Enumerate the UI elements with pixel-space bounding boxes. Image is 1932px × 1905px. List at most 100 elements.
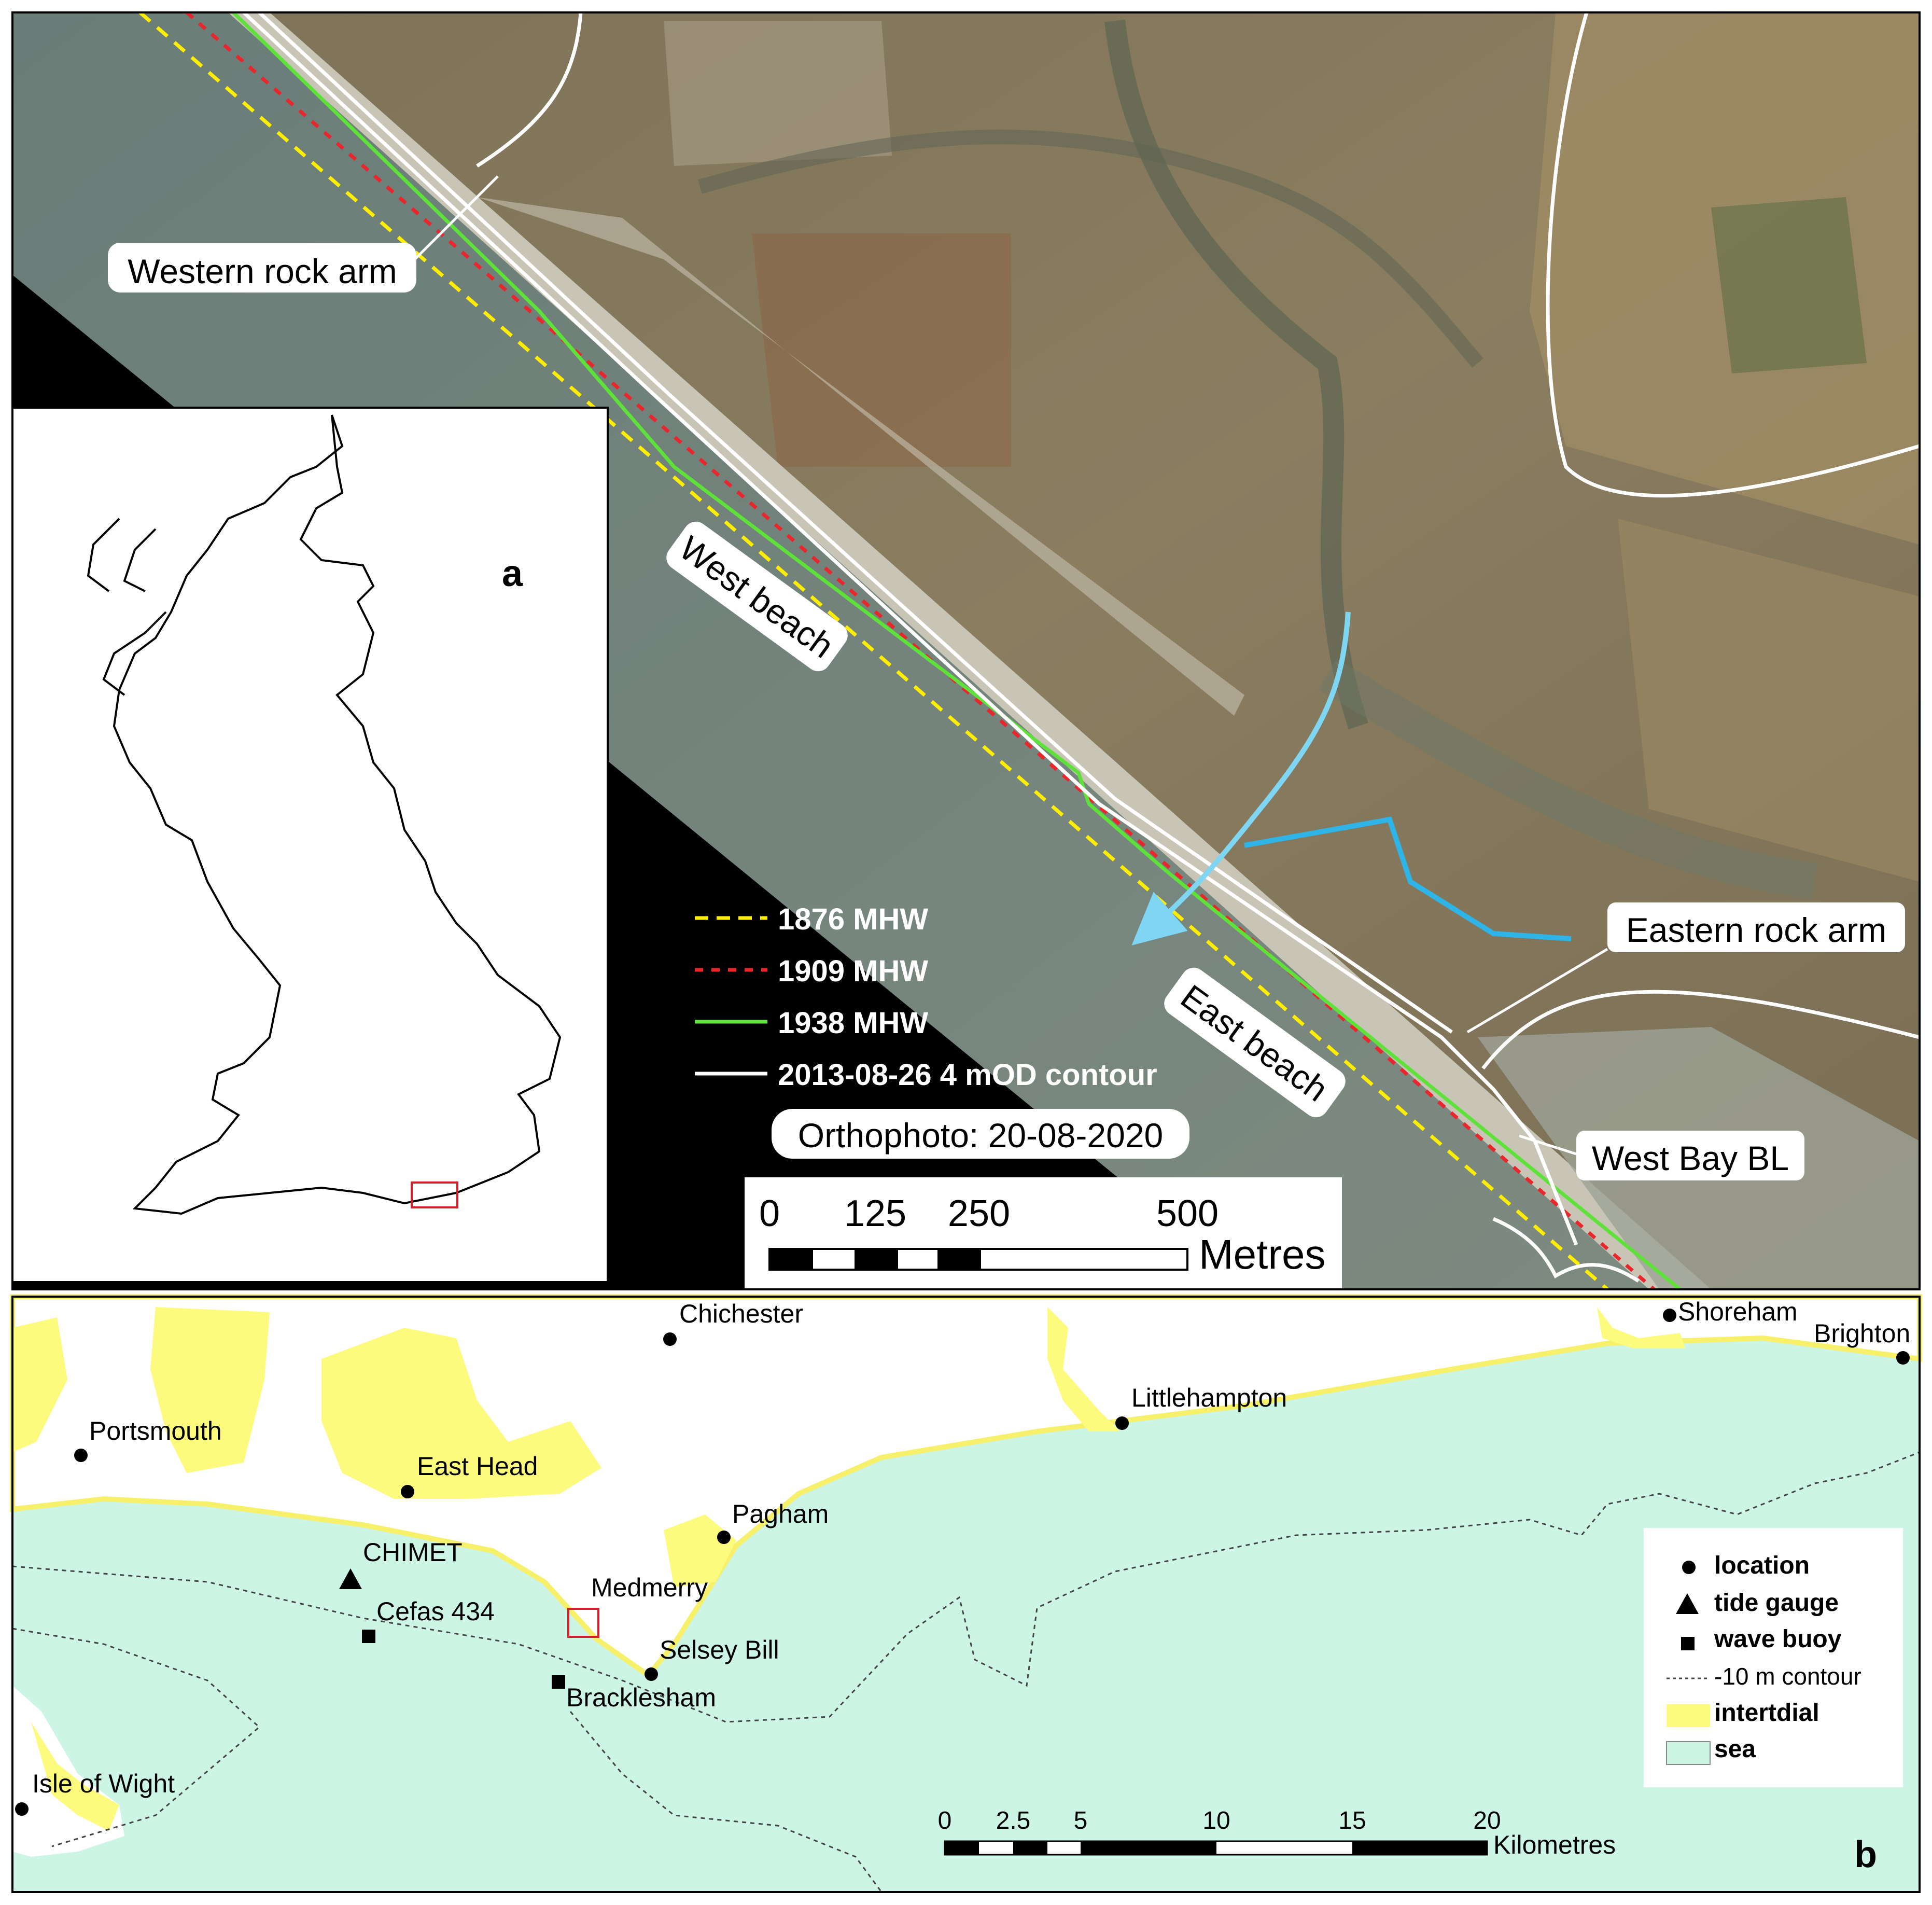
tide-gauge-chimet: CHIMET [339,1538,463,1589]
callout-western-rock-arm: Western rock arm [108,243,416,293]
scale-tick: 125 [844,1193,906,1234]
tidal-channel [698,130,1483,368]
saltmarsh-red [752,233,1011,467]
legend-sea-swatch [1666,1741,1711,1765]
svg-text:Cefas 434: Cefas 434 [376,1597,495,1626]
triangle-icon [339,1568,362,1589]
legend-wave-buoy: wave buoy [1714,1625,1842,1653]
orthophoto-date: Orthophoto: 20-08-2020 [772,1109,1189,1159]
location-brighton: Brighton [1814,1319,1910,1365]
svg-text:CHIMET: CHIMET [363,1538,463,1567]
panel-letter-a: a [502,553,523,594]
scale-tick: 500 [1156,1193,1219,1234]
intertidal-area [1597,1307,1685,1348]
callout-text: Western rock arm [128,252,397,290]
svg-text:Portsmouth: Portsmouth [89,1416,222,1445]
scale-tick: 20 [1473,1807,1501,1834]
bottom-panel-frame [11,1296,1921,1893]
scale-tick: 2.5 [996,1807,1031,1834]
scale-bar-b: 0 2.5 5 10 15 20 Kilometres [938,1807,1616,1859]
intertidal-area [31,1722,119,1831]
location-selsey-bill: Selsey Bill [645,1635,779,1681]
scale-tick: 10 [1202,1807,1230,1834]
legend-label-1876: 1876 MHW [778,902,928,936]
location-chichester: Chichester [663,1299,803,1346]
location-medmerry: Medmerry [567,1573,708,1638]
map-legend: location tide gauge wave buoy -10 m cont… [1644,1528,1903,1787]
contour-2013 [1492,1217,1640,1283]
scale-tick: 15 [1338,1807,1366,1834]
leader-line [1519,1134,1577,1156]
scale-tick: 5 [1074,1807,1088,1834]
tidal-channel [1104,19,1368,730]
legend-tide-gauge: tide gauge [1714,1589,1839,1617]
farm-field [1618,519,1920,882]
intertidal-area [150,1307,270,1473]
intertidal-area [664,1514,736,1587]
svg-text:Medmerry: Medmerry [591,1573,708,1602]
svg-text:Brighton: Brighton [1814,1319,1910,1348]
uk-coastline [113,414,562,1215]
triangle-icon [1676,1593,1699,1614]
lagoon [1318,658,1817,900]
contour-10m [12,1628,883,1893]
scale-tick: 0 [938,1807,952,1834]
scottish-islands [87,518,167,696]
svg-text:Littlehampton: Littlehampton [1131,1383,1287,1412]
legend-contour: -10 m contour [1714,1663,1861,1690]
intertidal-area [12,1317,67,1452]
study-area-box [411,1181,458,1208]
svg-text:Isle of Wight: Isle of Wight [32,1769,175,1798]
circle-icon [1682,1561,1696,1574]
callout-eastern-rock-arm: Eastern rock arm [1607,902,1905,952]
study-area-box [567,1608,599,1638]
square-icon [552,1675,565,1689]
intertidal-area [321,1328,601,1499]
leader-line [1466,948,1608,1034]
svg-text:Chichester: Chichester [679,1299,803,1328]
contour-2013 [258,12,1453,1034]
regional-map-panel: Chichester Shoreham Brighton Portsmouth … [10,1294,1922,1893]
location-shoreham: Shoreham [1663,1297,1798,1326]
quarry-area [664,21,892,166]
legend-location: location [1714,1552,1810,1579]
panel-letter-b: b [1854,1834,1877,1875]
contour-2013 [1546,12,1920,498]
shoreline-legend: 1876 MHW 1909 MHW 1938 MHW 2013-08-26 4 … [695,902,1157,1092]
callout-west-bay-bl: West Bay BL [1576,1131,1804,1180]
location-portsmouth: Portsmouth [74,1416,222,1462]
leader-line [414,175,499,260]
woodland [1711,197,1867,373]
uk-inset-panel: a [11,407,609,1283]
legend-label-1938: 1938 MHW [778,1006,928,1040]
flow-arrow [1131,611,1351,945]
svg-text:East Head: East Head [417,1452,538,1481]
legend-intertidal: intertdial [1714,1699,1819,1727]
svg-text:Pagham: Pagham [732,1499,829,1528]
wave-buoy-bracklesham: Bracklesham [552,1675,716,1712]
shoreline-1938 [232,12,1682,1289]
svg-text:Bracklesham: Bracklesham [566,1683,716,1712]
contour-2013 [1481,990,1920,1070]
scale-unit: Kilometres [1493,1830,1616,1859]
svg-text:Eastern rock arm: Eastern rock arm [1626,911,1886,949]
svg-text:Selsey Bill: Selsey Bill [660,1635,779,1664]
svg-text:Shoreham: Shoreham [1678,1297,1798,1326]
svg-text:West Bay BL: West Bay BL [1592,1139,1789,1177]
square-icon [1681,1637,1695,1650]
legend-sea: sea [1714,1735,1756,1763]
square-icon [362,1630,375,1643]
mainland [10,1294,1922,1679]
contour-2013 [476,12,583,168]
legend-intertidal-swatch [1667,1704,1710,1727]
scale-tick: 250 [948,1193,1010,1234]
legend-label-1909: 1909 MHW [778,954,928,988]
shoreline-1876 [138,12,1609,1289]
intertidal-area [1047,1307,1120,1431]
location-east-head: East Head [401,1452,538,1498]
location-littlehampton: Littlehampton [1115,1383,1287,1430]
svg-text:Orthophoto: 20-08-2020: Orthophoto: 20-08-2020 [798,1116,1164,1155]
wave-buoy-cefas-434: Cefas 434 [362,1597,495,1643]
breach-channel [1244,816,1572,941]
